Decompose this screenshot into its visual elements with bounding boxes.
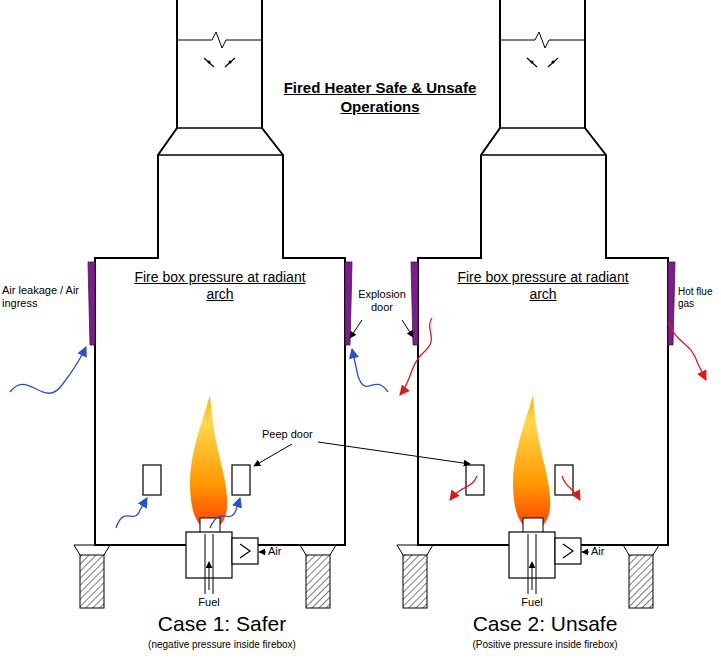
callout-text: Peep door [262, 428, 313, 441]
case-subtitle: (Positive pressure inside firebox) [375, 639, 715, 651]
stream-label: Air [591, 545, 604, 558]
stream-label: Fuel [159, 596, 259, 609]
stream-label: Air [268, 545, 281, 558]
case-title: Case 2: Unsafe [395, 611, 695, 636]
callout-text: Air leakage / Air ingress [2, 284, 82, 310]
firebox: Fire box pressure at radiant arch [418, 258, 668, 545]
case-subtitle: (negative pressure inside firebox) [52, 639, 392, 651]
callout-text: Hot flue gas [678, 286, 720, 310]
stream-label: Fuel [482, 596, 582, 609]
firebox-label: Fire box pressure at radiant arch [130, 269, 310, 303]
callout-text: Explosion door [353, 288, 411, 314]
case-title: Case 1: Safer [72, 611, 372, 636]
firebox: Fire box pressure at radiant arch [95, 258, 345, 545]
diagram-title: Fired Heater Safe & Unsafe Operations [270, 78, 490, 116]
firebox-label: Fire box pressure at radiant arch [453, 269, 633, 303]
